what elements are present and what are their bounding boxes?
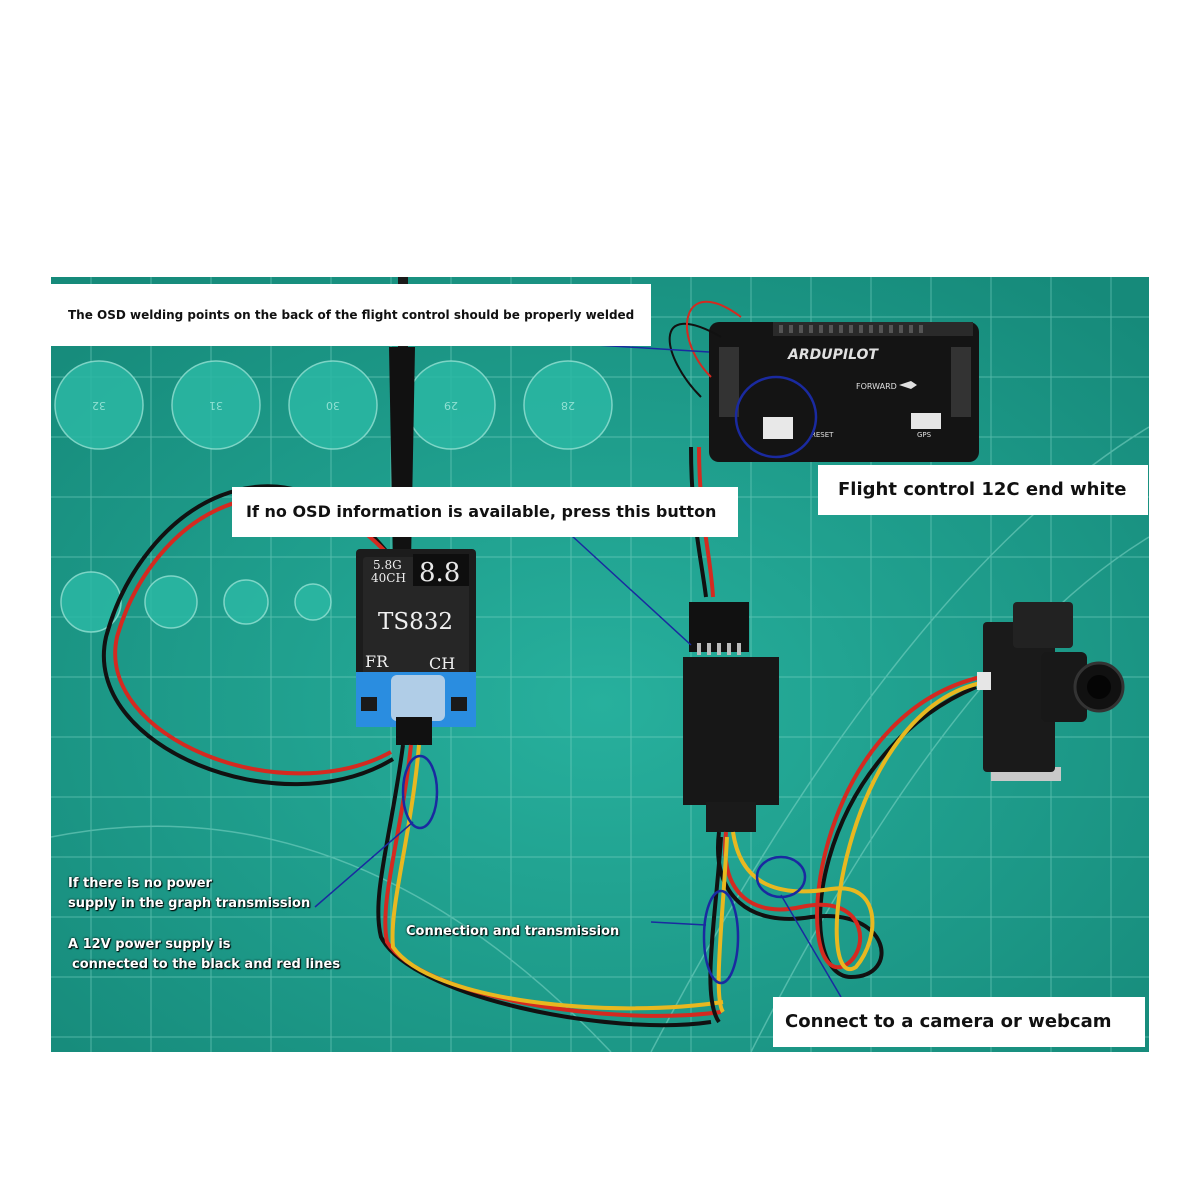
mat-numbers: 32 31 30 29 28 bbox=[92, 399, 575, 412]
tx-channels: 40CH bbox=[371, 571, 406, 585]
flight-controller: ARDUPILOT FORWARD RESET GPS bbox=[709, 322, 979, 462]
transmission-highlight-circle bbox=[702, 889, 740, 985]
pointer-lines bbox=[314, 344, 842, 998]
tx-button-fr-label: FR bbox=[365, 652, 389, 671]
no-osd-button-text: If no OSD information is available, pres… bbox=[246, 502, 717, 521]
connect-camera-callout: Connect to a camera or webcam bbox=[773, 997, 1145, 1047]
camera-wire-black bbox=[716, 685, 977, 980]
camera-highlight-circle bbox=[755, 855, 807, 899]
fc-wire-bundle bbox=[668, 323, 722, 398]
connect-camera-text: Connect to a camera or webcam bbox=[785, 1011, 1112, 1032]
tx-freq-band: 5.8G bbox=[373, 558, 402, 572]
mat-number: 31 bbox=[209, 399, 223, 412]
camera bbox=[977, 602, 1125, 781]
fc-gps-label: GPS bbox=[917, 431, 932, 439]
mat-number: 29 bbox=[444, 399, 458, 412]
camera-wire-yellow bbox=[731, 680, 987, 972]
fr-button bbox=[361, 697, 377, 711]
mat-number: 30 bbox=[326, 399, 340, 412]
i2c-highlight-circle bbox=[734, 375, 818, 459]
power-12v-note-line1: A 12V power supply is bbox=[68, 937, 231, 952]
transmitter-ts832: 5.8G 40CH 8.8 TS832 FR CH bbox=[356, 549, 476, 745]
fc-i2c-port bbox=[763, 417, 793, 439]
no-power-note-line2: supply in the graph transmission bbox=[68, 896, 311, 911]
fc-gps-port bbox=[911, 413, 941, 429]
mat-number: 28 bbox=[561, 399, 575, 412]
wiring-photo: 32 31 30 29 28 5.8G 40CH 8.8 TS832 FR CH bbox=[51, 277, 1149, 1052]
no-power-note-line1: If there is no power bbox=[68, 876, 212, 891]
fc-forward-label: FORWARD bbox=[856, 382, 897, 391]
connection-transmission-note: Connection and transmission bbox=[406, 924, 620, 939]
osd-welding-callout: The OSD welding points on the back of th… bbox=[51, 284, 651, 346]
fc-brand: ARDUPILOT bbox=[787, 347, 879, 363]
tx-button-ch-label: CH bbox=[429, 654, 455, 673]
mat-number: 32 bbox=[92, 399, 106, 412]
power-12v-note-line2: connected to the black and red lines bbox=[72, 957, 341, 972]
video-wire-yellow bbox=[390, 744, 724, 1011]
osd-module bbox=[683, 602, 779, 832]
tx-display: 8.8 bbox=[419, 558, 460, 588]
power-highlight-circle bbox=[401, 754, 439, 830]
osd-welding-text: The OSD welding points on the back of th… bbox=[68, 308, 635, 322]
flight-control-callout: Flight control 12C end white bbox=[818, 465, 1148, 515]
camera-wire-red bbox=[723, 675, 982, 970]
tx-model: TS832 bbox=[378, 609, 453, 635]
fc-reset-label: RESET bbox=[811, 431, 834, 439]
flight-control-text: Flight control 12C end white bbox=[838, 479, 1127, 500]
ch-button bbox=[451, 697, 467, 711]
no-osd-button-callout: If no OSD information is available, pres… bbox=[232, 487, 738, 537]
